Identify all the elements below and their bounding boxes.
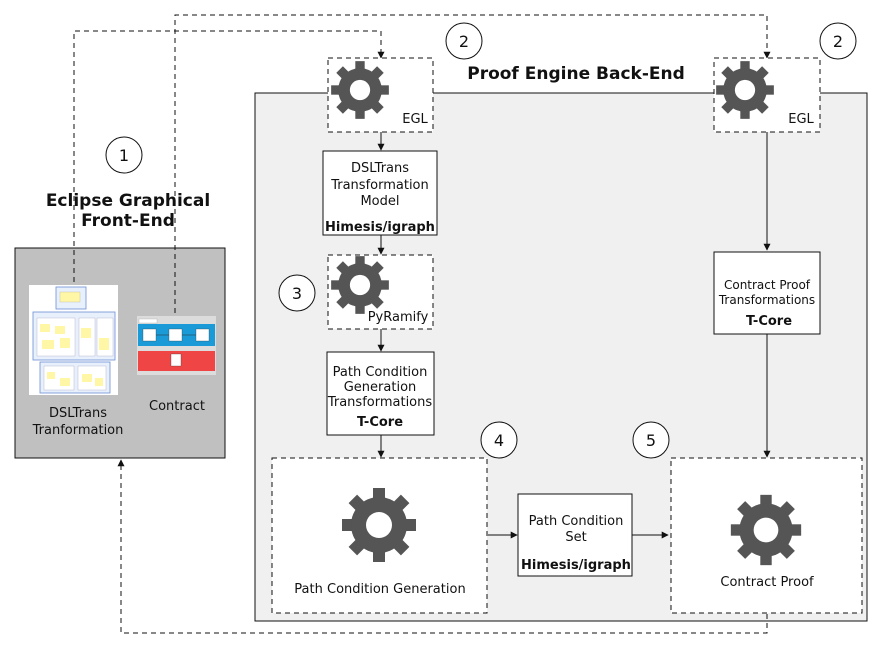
dsltrans-model-line1: DSLTrans xyxy=(351,161,409,176)
gear-icon xyxy=(342,488,416,562)
step-number-2-left: 2 xyxy=(459,32,469,51)
gear-icon xyxy=(331,256,389,314)
step-number-2-right: 2 xyxy=(833,32,843,51)
contract-label: Contract xyxy=(149,399,205,414)
dsltrans-thumbnail[interactable] xyxy=(29,285,118,395)
dsltrans-model-node[interactable] xyxy=(322,150,438,236)
gear-icon xyxy=(730,494,802,566)
step-marker-5: 5 xyxy=(632,421,670,459)
frontend-title-line2: Front-End xyxy=(81,211,175,231)
backend-title-bg xyxy=(455,62,695,84)
contract-proof-trans-line1: Contract Proof xyxy=(724,278,811,292)
contract-proof-trans-tech: T-Core xyxy=(746,314,792,329)
gear-icon xyxy=(331,61,389,119)
pc-gen-trans-line1: Path Condition xyxy=(333,365,428,380)
backend-title: Proof Engine Back-End xyxy=(467,64,685,84)
contract-proof-label: Contract Proof xyxy=(720,575,814,590)
contract-thumbnail[interactable] xyxy=(137,316,216,375)
connector-contract-to-egl xyxy=(174,14,771,313)
step-number-3: 3 xyxy=(292,284,302,303)
pc-gen-trans-node[interactable] xyxy=(326,351,435,436)
step-number-1: 1 xyxy=(119,146,129,165)
connector-dsltrans-to-egl xyxy=(73,30,385,282)
pyramify-label: PyRamify xyxy=(368,310,429,325)
dsltrans-model-tech: Himesis/igraph xyxy=(325,220,435,235)
step-number-4: 4 xyxy=(494,431,504,450)
step-marker-3: 3 xyxy=(278,274,316,312)
step-marker-2-left: 2 xyxy=(445,22,483,60)
gear-icon xyxy=(716,61,774,119)
contract-proof-trans-node[interactable] xyxy=(713,251,821,335)
pc-generation-node[interactable] xyxy=(271,457,488,614)
step-number-5: 5 xyxy=(646,431,656,450)
pc-gen-trans-line2: Generation xyxy=(344,380,417,395)
contract-proof-trans-line2: Transformations xyxy=(718,293,815,307)
egl-left-label: EGL xyxy=(402,112,428,127)
dsltrans-model-line2: Transformation xyxy=(330,178,429,193)
egl-right-node[interactable] xyxy=(713,57,821,133)
contract-proof-node[interactable] xyxy=(670,457,863,614)
pyramify-node[interactable] xyxy=(327,254,434,330)
egl-right-label: EGL xyxy=(788,112,814,127)
pc-gen-trans-line3: Transformations xyxy=(327,395,433,410)
pc-gen-trans-tech: T-Core xyxy=(357,415,403,430)
dsltrans-model-line3: Model xyxy=(360,194,399,209)
pc-set-tech: Himesis/igraph xyxy=(521,558,631,573)
dsltrans-label-line2: Tranformation xyxy=(32,423,124,438)
pc-set-line2: Set xyxy=(565,530,586,545)
egl-left-node[interactable] xyxy=(327,57,434,133)
step-marker-1: 1 xyxy=(105,136,143,174)
pc-set-node[interactable] xyxy=(517,493,633,577)
step-marker-4: 4 xyxy=(480,421,518,459)
pc-generation-label: Path Condition Generation xyxy=(294,582,465,597)
connector-result-to-frontend xyxy=(117,459,768,634)
step-marker-2-right: 2 xyxy=(819,22,857,60)
dsltrans-label-line1: DSLTrans xyxy=(49,406,107,421)
pc-set-line1: Path Condition xyxy=(529,514,624,529)
frontend-title-line1: Eclipse Graphical xyxy=(46,191,210,211)
